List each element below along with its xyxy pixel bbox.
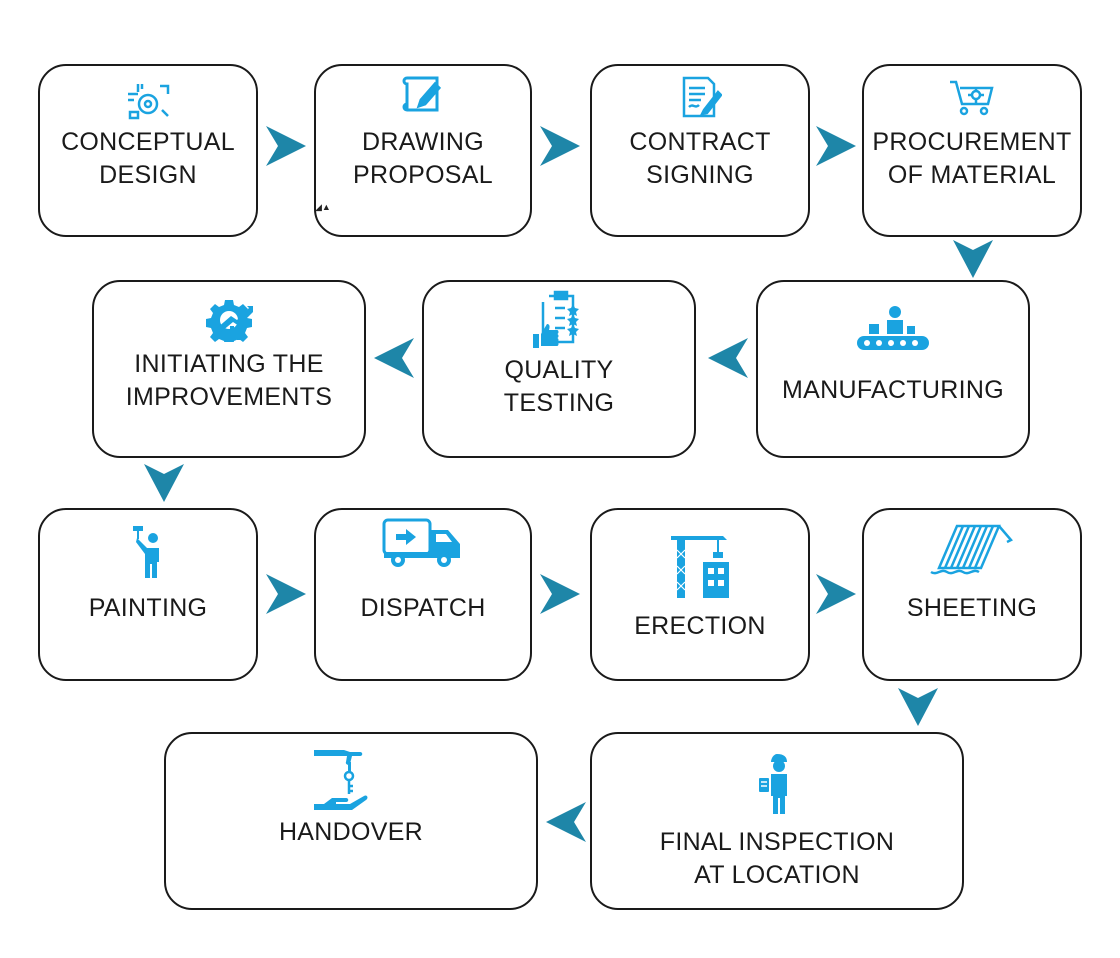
step-label: CONTRACT SIGNING (629, 128, 771, 189)
step-procurement: PROCUREMENT OF MATERIAL (862, 64, 1082, 237)
step-label: HANDOVER (278, 818, 424, 846)
arrow-right (266, 126, 306, 166)
blueprint-pencil-icon (402, 76, 442, 112)
arrow-left (374, 338, 414, 378)
step-final-inspection: FINAL INSPECTION AT LOCATION (590, 732, 964, 910)
step-label: ERECTION (634, 612, 766, 640)
step-erection: ERECTION (590, 508, 810, 681)
step-label: PAINTING (88, 594, 208, 622)
arrow-left (546, 802, 586, 842)
step-sheeting: SHEETING (862, 508, 1082, 681)
stray-mark: ◢▲ (315, 202, 331, 212)
arrow-down (144, 464, 184, 502)
painter-roller-icon (133, 526, 159, 578)
step-label: DISPATCH (360, 594, 486, 622)
step-painting: PAINTING (38, 508, 258, 681)
arrow-right (816, 126, 856, 166)
arrow-down (898, 688, 938, 726)
step-label: CONCEPTUAL DESIGN (61, 128, 235, 189)
contract-sign-icon (682, 76, 722, 118)
step-handover: HANDOVER (164, 732, 538, 910)
delivery-truck-icon (382, 518, 460, 567)
design-concept-icon (128, 84, 170, 120)
conveyor-worker-icon (857, 306, 929, 350)
step-dispatch: DISPATCH (314, 508, 532, 681)
step-label: DRAWING PROPOSAL (353, 128, 493, 189)
step-drawing-proposal: DRAWING PROPOSAL (314, 64, 532, 237)
step-label: FINAL INSPECTION AT LOCATION (659, 828, 895, 889)
gear-growth-icon (206, 300, 253, 342)
arrow-right (540, 126, 580, 166)
arrow-left (708, 338, 748, 378)
cart-gear-icon (950, 80, 994, 116)
step-contract-signing: CONTRACT SIGNING (590, 64, 810, 237)
step-label: PROCUREMENT OF MATERIAL (872, 128, 1072, 189)
arrow-right (266, 574, 306, 614)
step-conceptual-design: CONCEPTUAL DESIGN (38, 64, 258, 237)
step-label: INITIATING THE IMPROVEMENTS (125, 350, 333, 411)
roof-sheet-icon (930, 524, 1013, 575)
step-initiating-improvements: INITIATING THE IMPROVEMENTS (92, 280, 366, 458)
step-label: QUALITY TESTING (503, 356, 615, 417)
step-quality-testing: QUALITY TESTING (422, 280, 696, 458)
key-handover-icon (314, 750, 368, 810)
inspector-clipboard-icon (759, 754, 787, 814)
step-label: SHEETING (906, 594, 1038, 622)
tower-crane-icon (671, 536, 729, 598)
checklist-thumbs-up-icon (533, 290, 579, 348)
step-label: MANUFACTURING (782, 376, 1004, 404)
arrow-right (816, 574, 856, 614)
arrow-down (953, 240, 993, 278)
step-manufacturing: MANUFACTURING (756, 280, 1030, 458)
arrow-right (540, 574, 580, 614)
